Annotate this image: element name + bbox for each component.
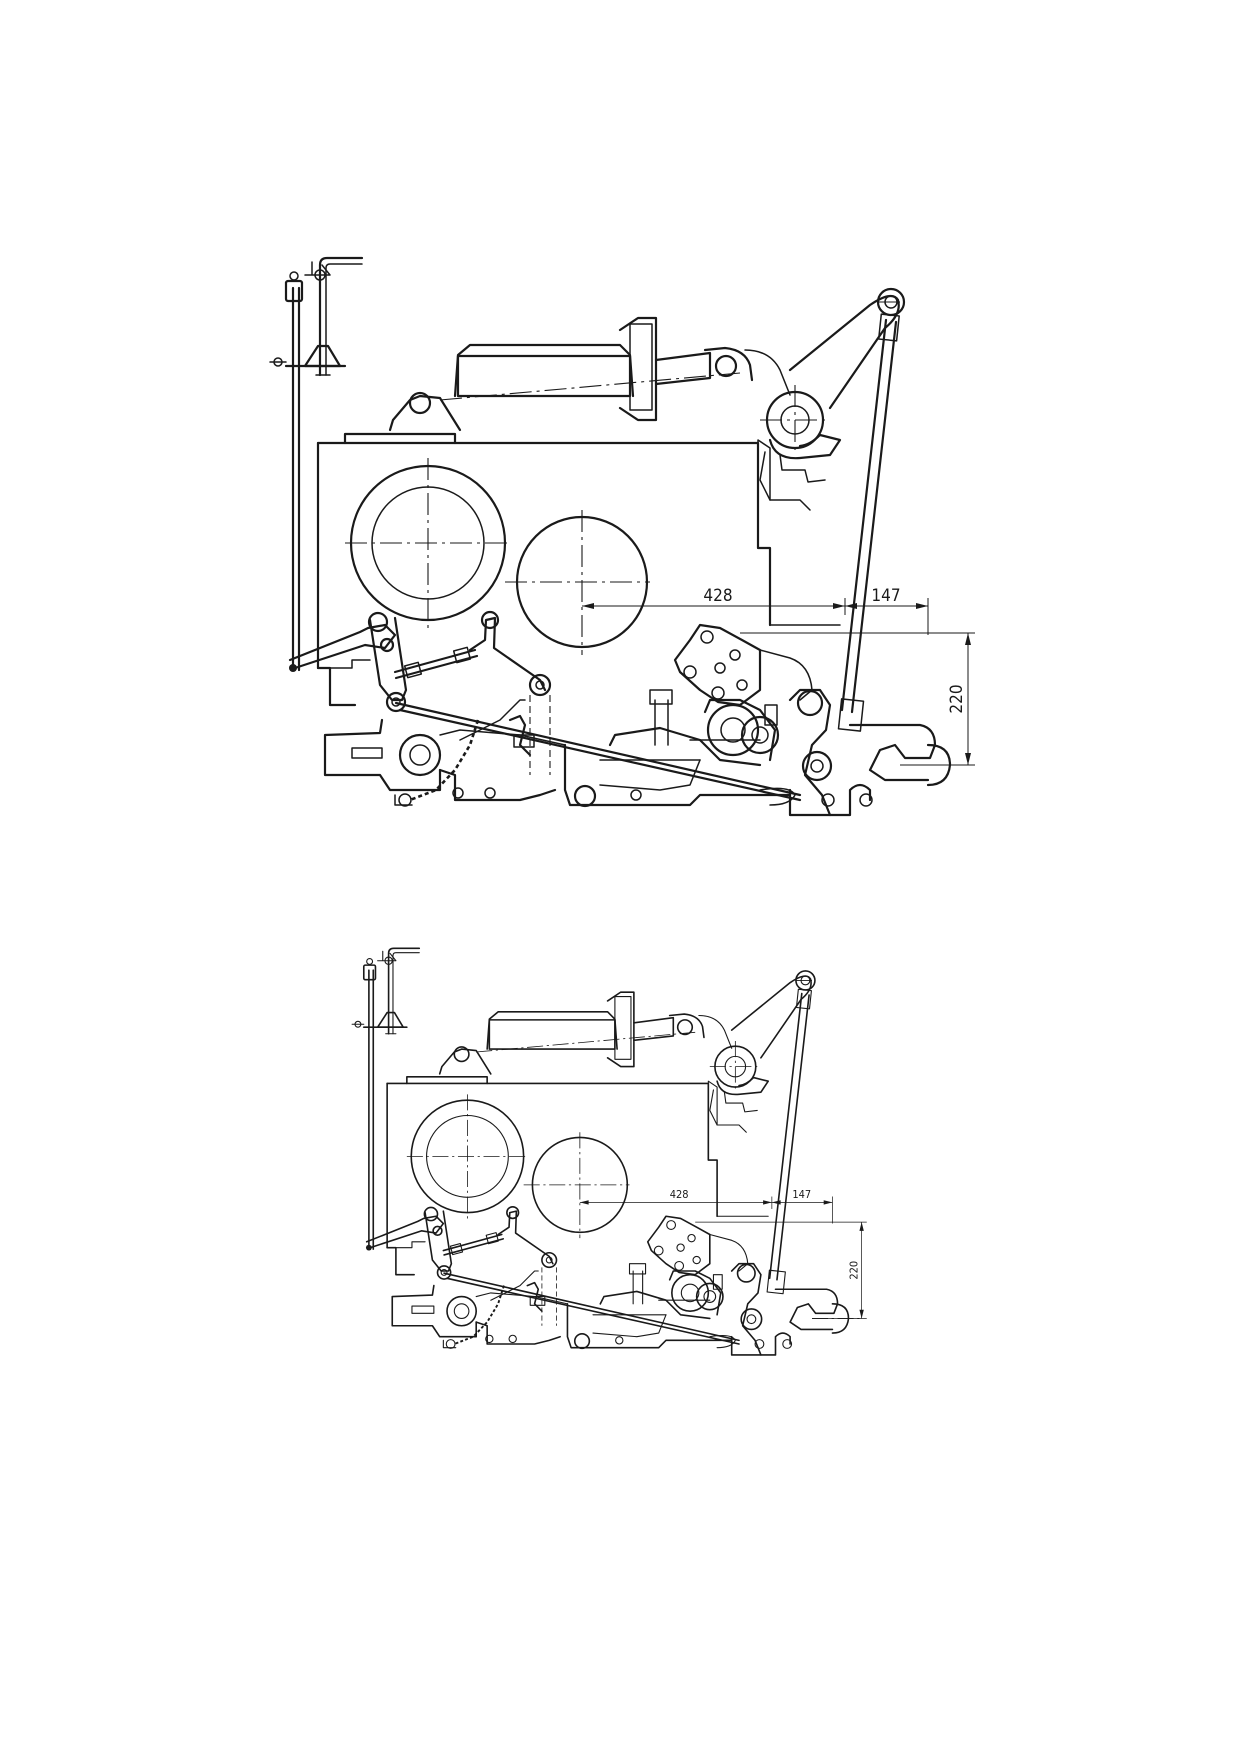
dimension-220: 220 — [947, 684, 967, 713]
dimension-147-lower: 147 — [792, 1188, 811, 1201]
dimension-lines-upper: 428 147 220 — [582, 586, 975, 766]
dimension-428-lower: 428 — [670, 1188, 689, 1201]
view-upper: 428 147 220 — [268, 256, 975, 817]
dimension-147: 147 — [871, 586, 900, 606]
dimension-428: 428 — [703, 586, 732, 606]
dimension-lines-lower: 428 147 220 — [579, 1188, 867, 1319]
view-lower: 428 147 220 — [351, 947, 867, 1356]
dimension-220-lower: 220 — [847, 1261, 860, 1280]
